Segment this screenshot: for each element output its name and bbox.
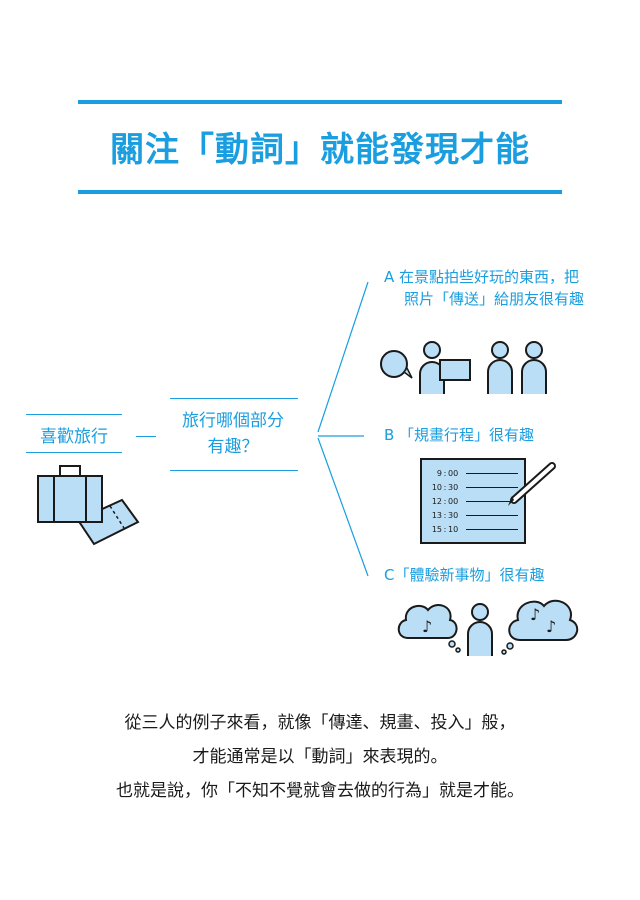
schedule-line (466, 472, 518, 474)
root-connector (136, 436, 156, 437)
schedule-hour: 9 (436, 468, 442, 478)
title-top-rule (78, 100, 562, 104)
summary-line-3: 也就是說，你「不知不覺就會去做的行為」就是才能。 (116, 781, 524, 801)
svg-text:♪: ♪ (422, 617, 432, 636)
question-bottom-line (170, 470, 298, 471)
schedule-hour: 12 (431, 496, 442, 506)
schedule-line (466, 528, 518, 530)
option-a-illustration (380, 341, 547, 394)
pencil-icon (508, 462, 556, 506)
svg-text:♪: ♪ (546, 617, 556, 636)
schedule-minute: 00 (448, 468, 459, 478)
schedule-separator: : (443, 482, 447, 492)
option-b-text: B 「規畫行程」很有趣 (384, 426, 535, 444)
suitcase-icon (37, 465, 103, 523)
title-bottom-rule (78, 190, 562, 194)
option-a-text: A 在景點拍些好玩的東西，把 照片「傳送」給朋友很有趣 (384, 266, 634, 310)
page-title: 關注「動詞」就能發現才能 (110, 130, 530, 170)
speech-bubble-icon (380, 350, 413, 379)
music-cloud-icon: ♪ (397, 604, 461, 653)
option-a-line-2: 照片「傳送」給朋友很有趣 (404, 290, 585, 308)
schedule-row: 13:30 (428, 508, 524, 522)
summary-line-1: 從三人的例子來看，就像「傳達、規畫、投入」般， (124, 713, 516, 733)
travel-illustration (37, 465, 140, 546)
person-icon (487, 341, 513, 394)
option-c-text: C「體驗新事物」很有趣 (384, 566, 545, 584)
schedule-hour: 15 (431, 524, 442, 534)
schedule-separator: : (443, 496, 447, 506)
root-top-line (26, 414, 122, 415)
schedule-separator: : (443, 510, 447, 520)
branch-line-a (317, 281, 369, 433)
schedule-line (466, 514, 518, 516)
ticket-icon (76, 498, 140, 546)
person-icon (467, 603, 493, 656)
schedule-row: 9:00 (428, 466, 524, 480)
music-cloud-icon: ♪ ♪ (501, 599, 579, 655)
root-bottom-line (26, 452, 122, 453)
root-label: 喜歡旅行 (40, 427, 108, 447)
schedule-hour: 10 (431, 482, 442, 492)
svg-text:♪: ♪ (530, 605, 540, 624)
schedule-minute: 10 (448, 524, 459, 534)
schedule-separator: : (443, 524, 447, 534)
branch-line-c (317, 437, 369, 577)
schedule-separator: : (443, 468, 447, 478)
schedule-minute: 30 (448, 482, 459, 492)
presenter-icon (419, 341, 471, 394)
schedule-row: 10:30 (428, 480, 524, 494)
schedule-hour: 13 (431, 510, 442, 520)
schedule-line (466, 486, 518, 488)
schedule-minute: 30 (448, 510, 459, 520)
question-label: 旅行哪個部分 有趣？ (168, 408, 298, 460)
summary-line-2: 才能通常是以「動詞」來表現的。 (192, 747, 448, 767)
option-a-line-1: A 在景點拍些好玩的東西，把 (384, 268, 580, 286)
schedule-row: 12:00 (428, 494, 524, 508)
schedule-minute: 00 (448, 496, 459, 506)
question-top-line (170, 398, 298, 399)
question-line-1: 旅行哪個部分 (182, 411, 284, 431)
question-line-2: 有趣？ (207, 437, 259, 457)
schedule-line (466, 500, 518, 502)
schedule-row: 15:10 (428, 522, 524, 536)
option-c-illustration: ♪ ♪ ♪ (397, 599, 579, 656)
person-icon (521, 341, 547, 394)
